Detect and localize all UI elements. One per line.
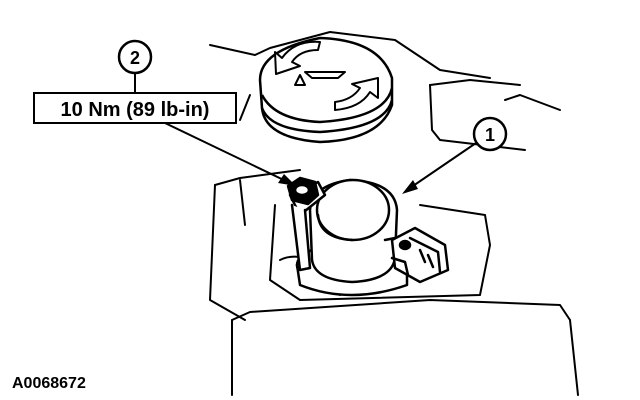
callout-2-arrowhead	[278, 174, 296, 186]
callout-1-arrow-line	[409, 142, 477, 189]
callout-2-number: 2	[130, 48, 140, 68]
knock-sensor	[286, 176, 450, 297]
callout-1-number: 1	[485, 125, 495, 145]
callout-1: 1	[402, 116, 508, 194]
cap-rotation-arrows	[274, 40, 379, 111]
torque-spec-box	[33, 92, 237, 124]
figure-id: A0068672	[12, 375, 86, 392]
callout-1-arrowhead	[402, 180, 418, 194]
torque-spec-label: 10 Nm (89 lb-in)	[61, 99, 210, 121]
callout-2: 2 10 Nm (89 lb-in)	[33, 39, 296, 186]
callout-2-arrow-line	[164, 122, 291, 184]
callout-1-circle	[472, 116, 508, 152]
